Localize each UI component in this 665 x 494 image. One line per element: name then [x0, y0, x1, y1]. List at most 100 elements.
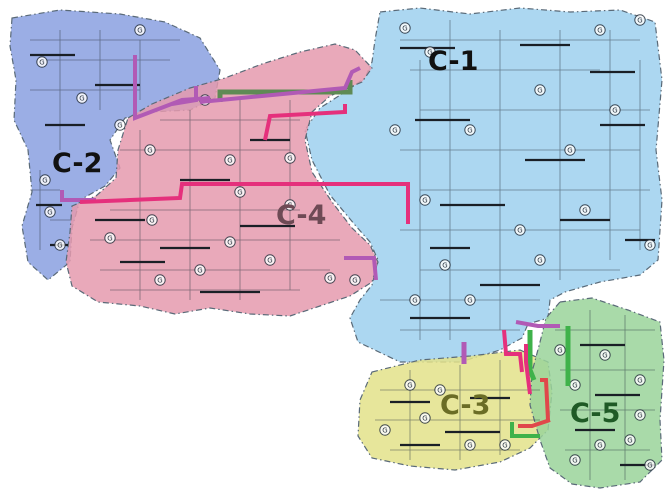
generator-letter: G [627, 437, 632, 445]
generator-symbol: G [135, 25, 145, 35]
generator-symbol: G [380, 425, 390, 435]
generator-symbol: G [635, 410, 645, 420]
generator-letter: G [227, 157, 232, 165]
generator-letter: G [567, 147, 572, 155]
generator-letter: G [227, 239, 232, 247]
generator-letter: G [572, 457, 577, 465]
generator-symbol: G [465, 295, 475, 305]
generator-letter: G [582, 207, 587, 215]
generator-symbol: G [55, 240, 65, 250]
generator-symbol: G [40, 175, 50, 185]
cluster-label-c3: C-3 [440, 390, 490, 421]
generator-letter: G [137, 27, 142, 35]
generator-symbol: G [555, 345, 565, 355]
generator-letter: G [647, 462, 652, 470]
generator-symbol: G [570, 380, 580, 390]
generator-letter: G [537, 87, 542, 95]
generator-letter: G [42, 177, 47, 185]
generator-symbol: G [440, 260, 450, 270]
generator-letter: G [157, 277, 162, 285]
generator-letter: G [352, 277, 357, 285]
generator-symbol: G [105, 233, 115, 243]
generator-symbol: G [535, 255, 545, 265]
generator-letter: G [597, 27, 602, 35]
generator-letter: G [147, 147, 152, 155]
generator-letter: G [287, 155, 292, 163]
generator-symbol: G [145, 145, 155, 155]
generator-symbol: G [600, 350, 610, 360]
generator-letter: G [402, 25, 407, 33]
generator-symbol: G [515, 225, 525, 235]
generator-symbol: G [420, 195, 430, 205]
cluster-label-c5: C-5 [570, 398, 620, 429]
generator-symbol: G [115, 120, 125, 130]
generator-symbol: G [595, 440, 605, 450]
generator-letter: G [422, 415, 427, 423]
generator-letter: G [517, 227, 522, 235]
cluster-label-c1: C-1 [428, 46, 478, 77]
generator-letter: G [557, 347, 562, 355]
generator-letter: G [467, 297, 472, 305]
cluster-label-c4: C-4 [276, 200, 326, 231]
generator-letter: G [537, 257, 542, 265]
generator-symbol: G [147, 215, 157, 225]
generator-letter: G [637, 377, 642, 385]
generator-symbol: G [265, 255, 275, 265]
generator-letter: G [597, 442, 602, 450]
generator-letter: G [502, 442, 507, 450]
generator-letter: G [47, 209, 52, 217]
generator-letter: G [647, 242, 652, 250]
generator-letter: G [442, 262, 447, 270]
generator-symbol: G [595, 25, 605, 35]
generator-symbol: G [635, 375, 645, 385]
generator-symbol: G [465, 125, 475, 135]
generator-symbol: G [37, 57, 47, 67]
generator-letter: G [407, 382, 412, 390]
generator-symbol: G [535, 85, 545, 95]
generator-symbol: G [285, 153, 295, 163]
generator-symbol: G [465, 440, 475, 450]
generator-letter: G [117, 122, 122, 130]
generator-symbol: G [235, 187, 245, 197]
generator-letter: G [149, 217, 154, 225]
generator-symbol: G [405, 380, 415, 390]
generator-letter: G [237, 189, 242, 197]
generator-letter: G [412, 297, 417, 305]
generator-symbol: G [225, 155, 235, 165]
generator-symbol: G [580, 205, 590, 215]
generator-symbol: G [570, 455, 580, 465]
generator-symbol: G [77, 93, 87, 103]
generator-symbol: G [625, 435, 635, 445]
generator-symbol: G [500, 440, 510, 450]
cluster-label-c2: C-2 [52, 148, 102, 179]
generator-symbol: G [350, 275, 360, 285]
generator-symbol: G [410, 295, 420, 305]
generator-symbol: G [610, 105, 620, 115]
generator-letter: G [602, 352, 607, 360]
generator-letter: G [637, 17, 642, 25]
generator-symbol: G [635, 15, 645, 25]
generator-letter: G [39, 59, 44, 67]
generator-symbol: G [420, 413, 430, 423]
generator-symbol: G [225, 237, 235, 247]
generator-symbol: G [195, 265, 205, 275]
generator-symbol: G [565, 145, 575, 155]
generator-letter: G [467, 442, 472, 450]
generator-letter: G [392, 127, 397, 135]
generator-symbol: G [155, 275, 165, 285]
generator-letter: G [572, 382, 577, 390]
generator-symbol: G [325, 273, 335, 283]
generator-letter: G [467, 127, 472, 135]
generator-letter: G [422, 197, 427, 205]
generator-letter: G [612, 107, 617, 115]
generator-letter: G [107, 235, 112, 243]
generator-letter: G [197, 267, 202, 275]
generator-symbol: G [390, 125, 400, 135]
generator-symbol: G [645, 460, 655, 470]
generator-symbol: G [400, 23, 410, 33]
generator-symbol: G [645, 240, 655, 250]
generator-letter: G [267, 257, 272, 265]
generator-letter: G [327, 275, 332, 283]
generator-letter: G [79, 95, 84, 103]
